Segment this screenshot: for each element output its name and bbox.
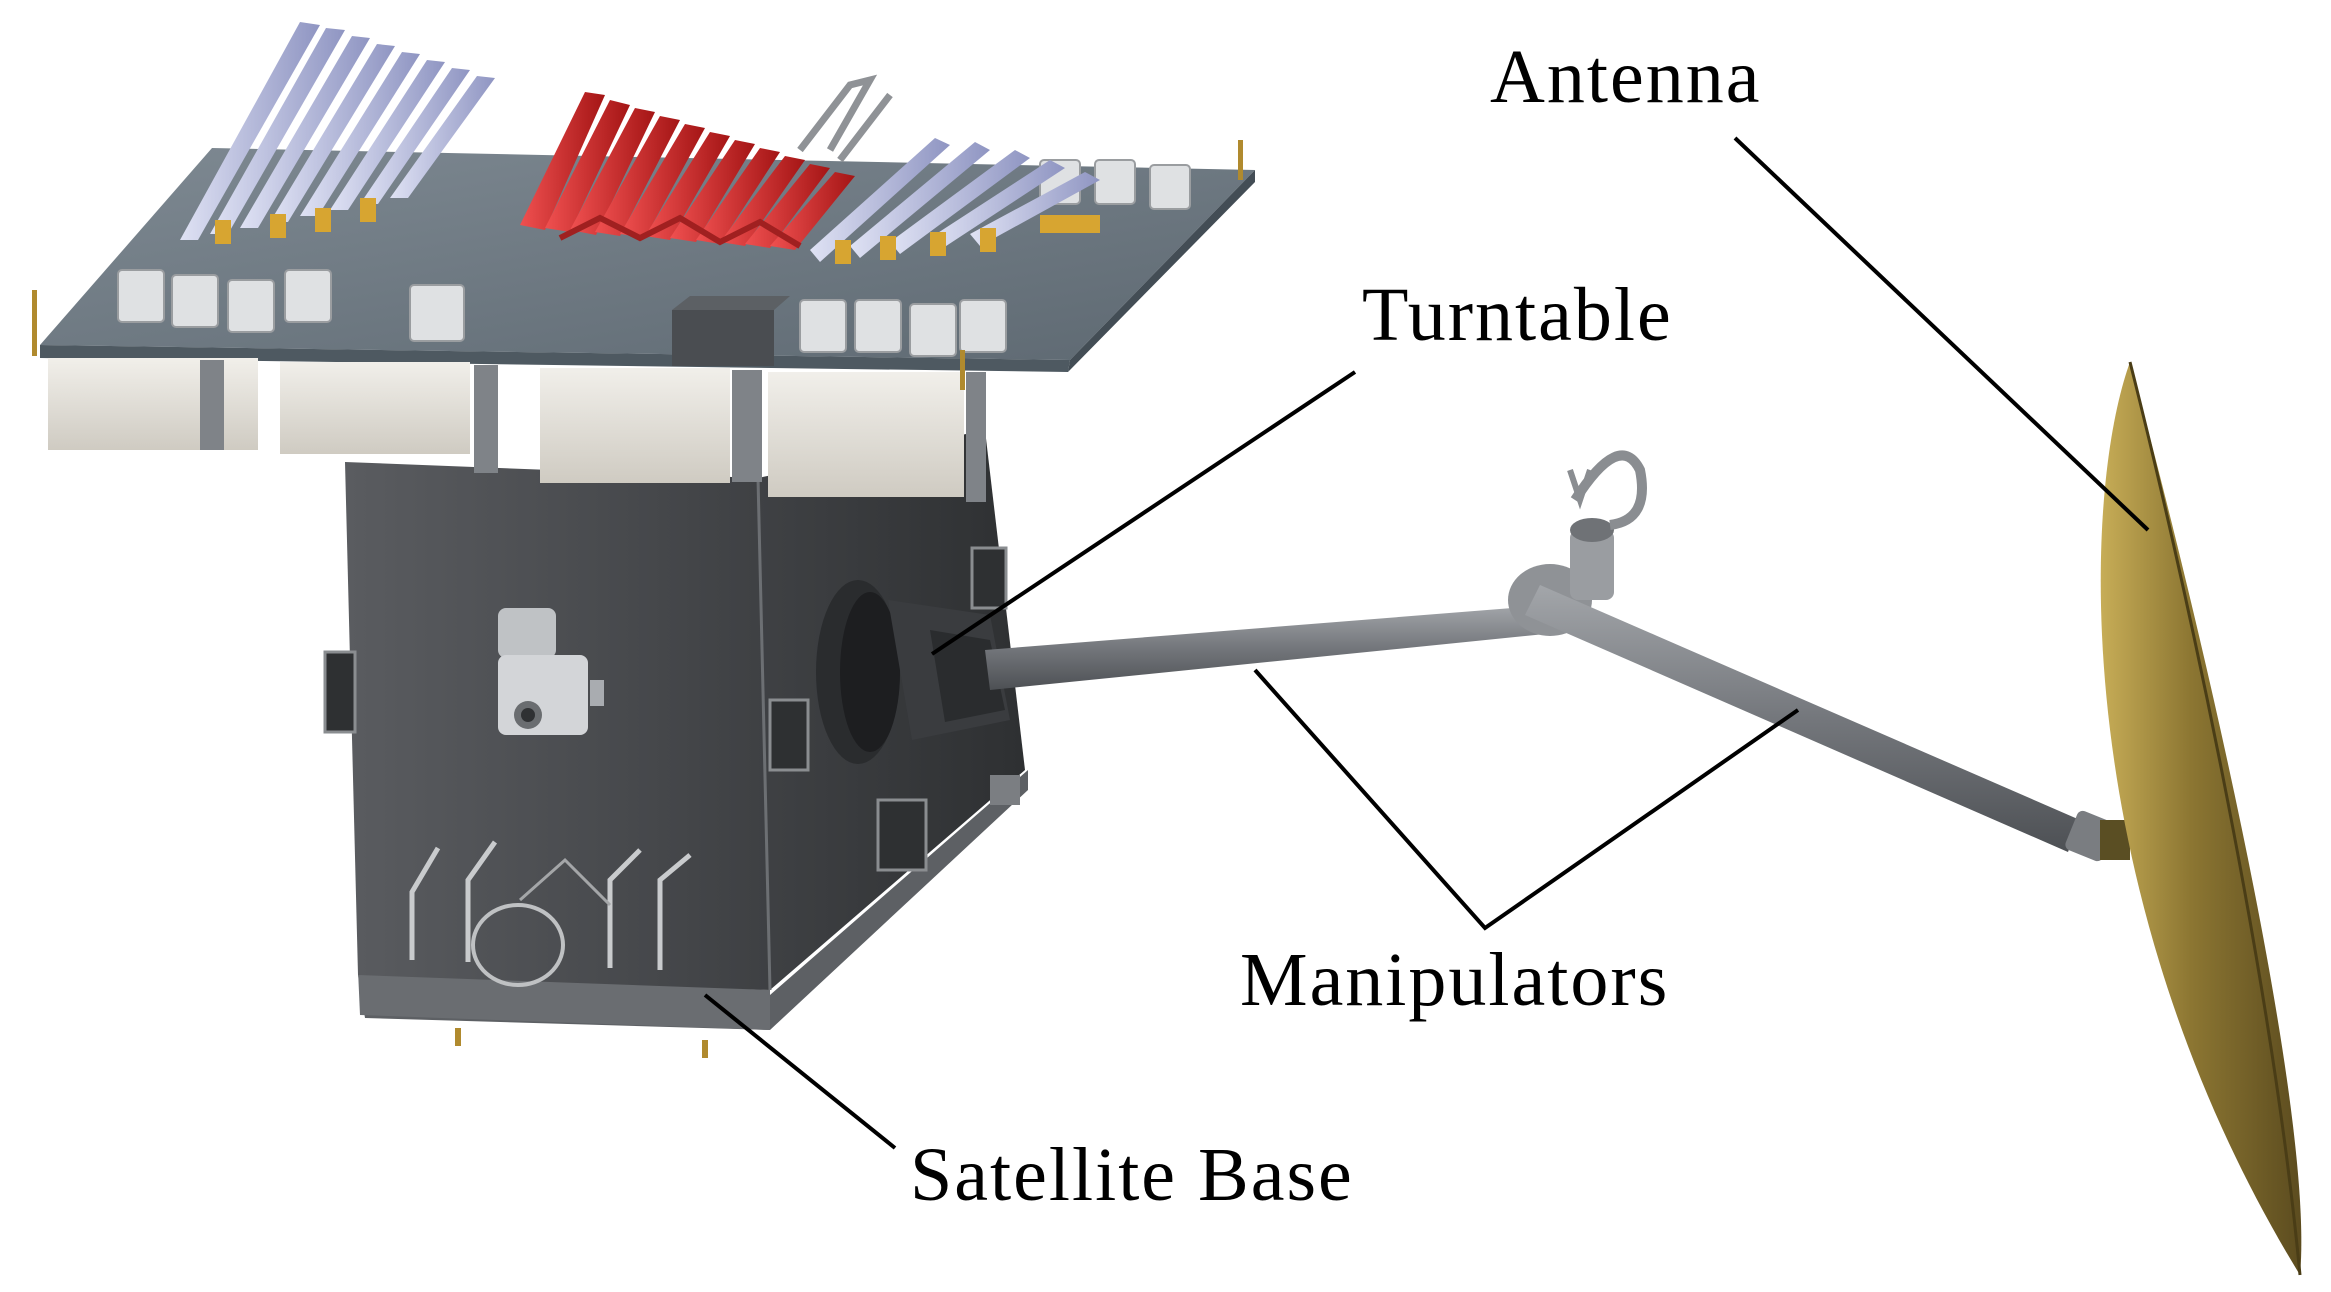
folded-strut — [797, 74, 878, 153]
leader-antenna — [1733, 136, 2150, 532]
gold-feeds-left — [215, 198, 376, 244]
label-manipulators: Manipulators — [1240, 938, 1669, 1022]
side-bracket — [323, 650, 357, 734]
leader-manipulators — [1253, 668, 1800, 931]
top-platform — [32, 22, 1255, 502]
turntable — [816, 580, 1010, 764]
leader-satellite-base — [703, 993, 897, 1150]
gold-feeds-right — [835, 215, 1100, 264]
manipulator-arm-1 — [985, 605, 1555, 690]
leader-lines — [703, 136, 2150, 1150]
side-bracket — [970, 546, 1008, 610]
equipment-modules — [117, 159, 1191, 357]
label-satellite-base: Satellite Base — [910, 1133, 1354, 1217]
base-gussets — [409, 840, 692, 970]
label-antenna: Antenna — [1490, 35, 1761, 119]
cable-loop — [471, 903, 565, 987]
dark-box — [672, 310, 774, 366]
antenna — [2100, 361, 2302, 1276]
blue-array-right — [810, 138, 1100, 262]
red-array-truss — [558, 214, 802, 249]
red-array — [520, 92, 855, 250]
side-bracket — [768, 698, 810, 772]
connector-device — [498, 608, 604, 735]
antenna-dish — [2100, 362, 2302, 1275]
leader-turntable — [930, 370, 1357, 656]
blue-array-left — [180, 22, 495, 240]
label-turntable: Turntable — [1362, 273, 1673, 357]
satellite-base — [323, 430, 1028, 1058]
manipulator-arm-2 — [1525, 585, 2080, 852]
corner-posts — [32, 140, 1243, 390]
side-bracket — [876, 798, 928, 872]
manipulators — [985, 450, 2130, 862]
